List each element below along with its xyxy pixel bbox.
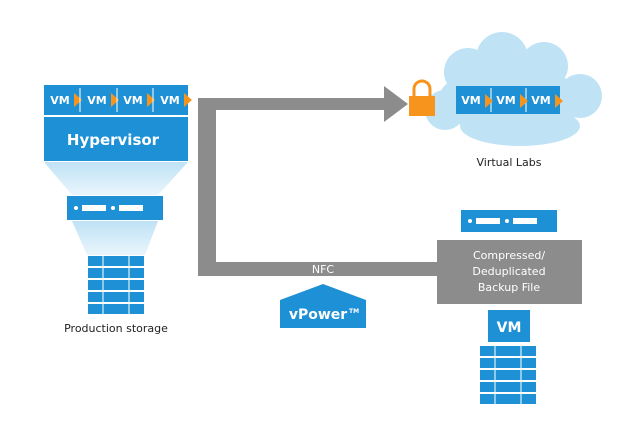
vm-box: VM <box>160 93 192 107</box>
vm-label: VM <box>531 94 550 107</box>
backup-file-line: Compressed/ <box>473 249 545 262</box>
vm-box: VM <box>496 94 528 108</box>
hypervisor-box: Hypervisor <box>44 117 188 161</box>
storage-stack-icon <box>480 346 536 404</box>
vm-label: VM <box>497 320 522 336</box>
virtual-labs-label: Virtual Labs <box>476 156 541 169</box>
connection-path <box>198 86 440 276</box>
vm-box: VM <box>50 93 82 107</box>
hypervisor-beam <box>44 162 188 195</box>
backup-file-box: Compressed/ Deduplicated Backup File <box>437 240 582 304</box>
vm-label: VM <box>160 94 179 107</box>
lock-icon <box>409 79 435 116</box>
nfc-label: NFC <box>312 263 335 276</box>
vm-arrow-icon <box>520 94 528 108</box>
vm-box: VM <box>531 94 563 108</box>
vm-arrow-icon <box>111 93 119 107</box>
production-storage-label: Production storage <box>64 322 168 335</box>
server-icon <box>67 196 163 220</box>
vm-arrow-icon <box>485 94 493 108</box>
vm-arrow-icon <box>74 93 82 107</box>
vm-label: VM <box>50 94 69 107</box>
vm-label: VM <box>123 94 142 107</box>
vpower-box: vPower TM <box>280 284 366 328</box>
vpower-label: vPower <box>289 307 347 323</box>
vm-box: VM <box>123 93 155 107</box>
vm-arrow-icon <box>555 94 563 108</box>
arrow-right-icon <box>198 86 440 276</box>
server-icon <box>461 210 557 232</box>
vm-arrow-icon <box>184 93 192 107</box>
vm-label: VM <box>496 94 515 107</box>
vm-box: VM <box>461 94 493 108</box>
lab-vm-row: VM VM VM <box>456 86 563 114</box>
vm-box: VM <box>87 93 119 107</box>
vm-arrow-icon <box>147 93 155 107</box>
backup-vm-box: VM <box>488 310 530 342</box>
vm-label: VM <box>461 94 480 107</box>
server-beam <box>72 221 158 255</box>
left-vm-row: VM VM VM VM <box>44 85 192 115</box>
backup-file-line: Backup File <box>478 281 540 294</box>
vpower-trademark: TM <box>349 308 359 315</box>
storage-stack-icon <box>88 256 144 314</box>
vm-label: VM <box>87 94 106 107</box>
hypervisor-label: Hypervisor <box>67 131 160 149</box>
backup-file-line: Deduplicated <box>472 265 545 278</box>
